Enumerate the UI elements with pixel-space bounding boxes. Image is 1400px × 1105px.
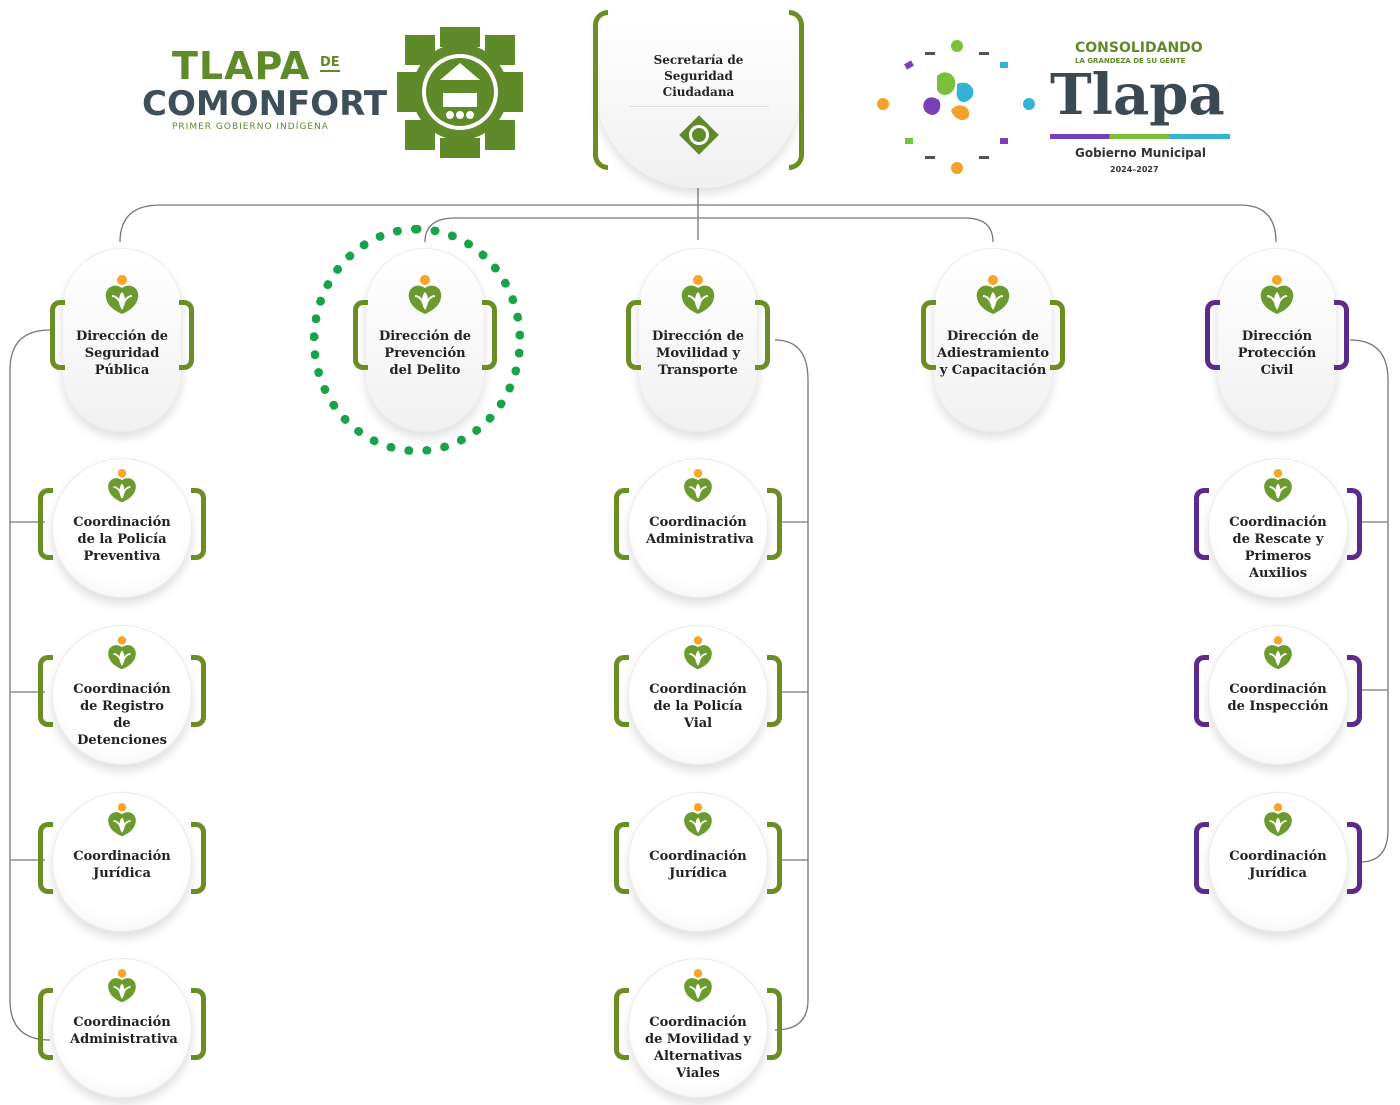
node-label: Coordinación Jurídica: [649, 849, 747, 881]
logo-de-text: DE: [320, 55, 340, 72]
node-coord-juridica-3[interactable]: Coordinación Jurídica: [614, 792, 782, 932]
node-coord-policia-vial[interactable]: Coordinación de la Policía Vial: [614, 625, 782, 765]
node-label: Coordinación de Movilidad y Alternativas…: [645, 1015, 751, 1081]
leaf-emblem-icon: [1261, 802, 1295, 840]
node-coord-administrativa-3[interactable]: Coordinación Administrativa: [614, 458, 782, 598]
node-coord-movilidad-alternativas[interactable]: Coordinación de Movilidad y Alternativas…: [614, 958, 782, 1098]
node-label: Dirección de Adiestramiento y Capacitaci…: [937, 329, 1050, 378]
leaf-emblem-icon: [973, 274, 1013, 318]
leaf-emblem-icon: [681, 968, 715, 1006]
node-label: Coordinación Administrativa: [646, 515, 754, 547]
leaf-emblem-icon: [1257, 274, 1297, 318]
leaf-emblem-icon: [681, 635, 715, 673]
node-label: Dirección de Movilidad y Transporte: [651, 329, 745, 378]
node-label: Secretaría de Seguridad Ciudadana: [653, 53, 744, 99]
leaf-emblem-icon: [681, 468, 715, 506]
logo-tlapa-text: TLAPA: [172, 44, 311, 88]
leaf-emblem-icon: [105, 635, 139, 673]
node-coord-administrativa-1[interactable]: Coordinación Administrativa: [38, 958, 206, 1098]
node-coord-policia-preventiva[interactable]: Coordinación de la Policía Preventiva: [38, 458, 206, 598]
node-label: Dirección Protección Civil: [1237, 329, 1317, 378]
logo-color-bar: [1050, 134, 1230, 139]
municipal-seal-icon: [678, 115, 719, 155]
node-label: Coordinación de Rescate y Primeros Auxil…: [1229, 515, 1327, 581]
logo-comonfort-text: COMONFORT: [142, 84, 388, 124]
node-coord-juridica-5[interactable]: Coordinación Jurídica: [1194, 792, 1362, 932]
leaf-emblem-icon: [681, 802, 715, 840]
node-direccion-adiestramiento[interactable]: Dirección de Adiestramiento y Capacitaci…: [921, 248, 1065, 432]
leaf-emblem-icon: [1261, 468, 1295, 506]
logo-tagline: PRIMER GOBIERNO INDÍGENA: [172, 122, 329, 132]
node-direccion-movilidad-transporte[interactable]: Dirección de Movilidad y Transporte: [626, 248, 770, 432]
leaf-emblem-icon: [678, 274, 718, 318]
logo-tlapa-title: Tlapa: [1050, 62, 1225, 128]
node-label: Coordinación de la Policía Vial: [649, 682, 747, 731]
highlight-ring: [310, 225, 524, 455]
node-label: Dirección de Seguridad Pública: [75, 329, 169, 378]
logo-consolidando-text: CONSOLIDANDO: [1075, 40, 1203, 56]
node-label: Coordinación de la Policía Preventiva: [73, 515, 171, 564]
node-label: Coordinación Jurídica: [1229, 849, 1327, 881]
leaf-emblem-icon: [105, 968, 139, 1006]
node-direccion-seguridad-publica[interactable]: Dirección de Seguridad Pública: [50, 248, 194, 432]
node-coord-juridica-1[interactable]: Coordinación Jurídica: [38, 792, 206, 932]
node-coord-registro-detenciones[interactable]: Coordinación de Registro de Detenciones: [38, 625, 206, 765]
node-direccion-proteccion-civil[interactable]: Dirección Protección Civil: [1205, 248, 1349, 432]
logo-gobierno-text: Gobierno Municipal: [1075, 146, 1206, 160]
leaf-emblem-icon: [105, 468, 139, 506]
node-coord-rescate[interactable]: Coordinación de Rescate y Primeros Auxil…: [1194, 458, 1362, 598]
node-label: Coordinación de Registro de Detenciones: [73, 682, 171, 748]
municipal-seal-icon: [397, 27, 523, 158]
node-secretaria[interactable]: Secretaría de Seguridad Ciudadana: [593, 10, 804, 188]
logo-grandeza-text: LA GRANDEZA DE SU GENTE: [1075, 57, 1186, 65]
tlapa-flower-logo-icon: [877, 40, 1035, 174]
node-label: Coordinación Jurídica: [73, 849, 171, 881]
node-label: Coordinación Administrativa: [70, 1015, 178, 1047]
leaf-emblem-icon: [1261, 635, 1295, 673]
leaf-emblem-icon: [105, 802, 139, 840]
node-label: Coordinación de Inspección: [1227, 682, 1329, 714]
leaf-emblem-icon: [102, 274, 142, 318]
node-coord-inspeccion[interactable]: Coordinación de Inspección: [1194, 625, 1362, 765]
logo-years-text: 2024–2027: [1110, 165, 1159, 174]
